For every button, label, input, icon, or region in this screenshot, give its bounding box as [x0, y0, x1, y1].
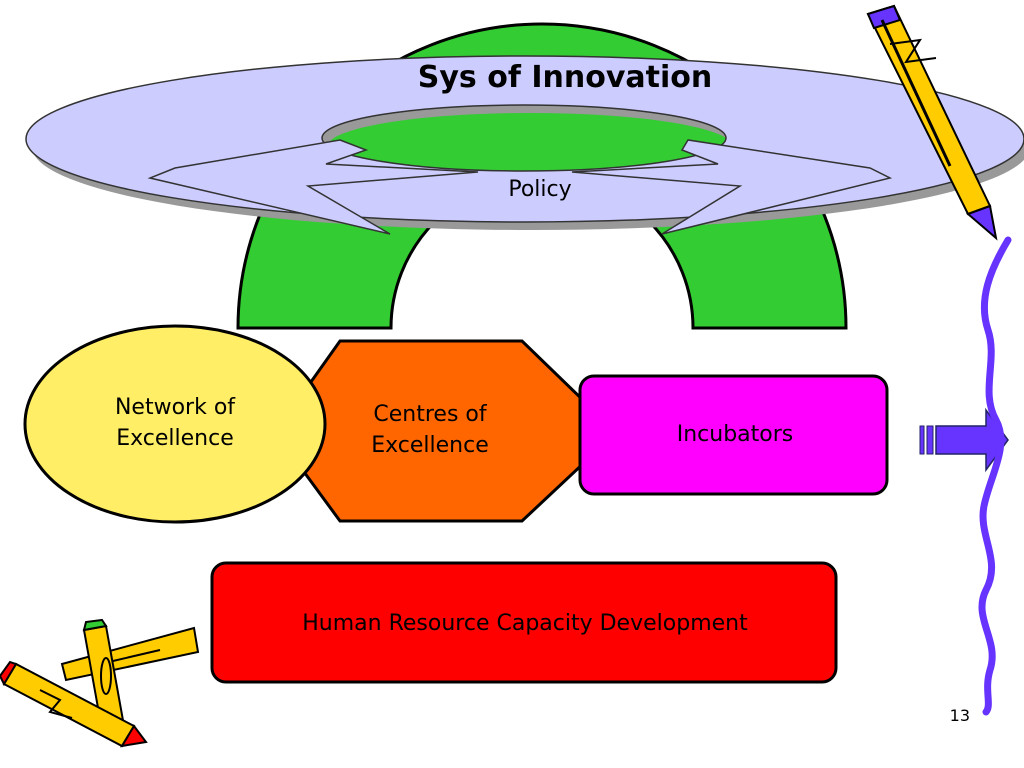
pencil-icon [866, 4, 998, 241]
crossed-pencils-icon [0, 618, 200, 748]
wavy-line-decoration [978, 236, 1012, 716]
centres-of-excellence-line-2: Excellence [371, 433, 489, 458]
policy-label: Policy [508, 177, 572, 202]
network-of-excellence-line-2: Excellence [116, 426, 234, 451]
network-of-excellence-label: Network of Excellence [60, 392, 290, 454]
slide-number: 13 [949, 706, 970, 725]
policy-arrow-left [147, 139, 479, 235]
human-resource-shape [210, 561, 838, 684]
incubators-shape [578, 374, 889, 496]
network-of-excellence-line-1: Network of [114, 395, 236, 420]
diagram-title: Sys of Innovation [417, 60, 713, 95]
policy-arrow-right [571, 139, 893, 235]
human-resource-label: Human Resource Capacity Development [302, 611, 748, 636]
centres-of-excellence-line-1: Centres of [373, 402, 487, 427]
centres-of-excellence-label: Centres of Excellence [330, 399, 530, 461]
incubators-label: Incubators [676, 422, 794, 447]
network-of-excellence-shape [23, 324, 327, 524]
